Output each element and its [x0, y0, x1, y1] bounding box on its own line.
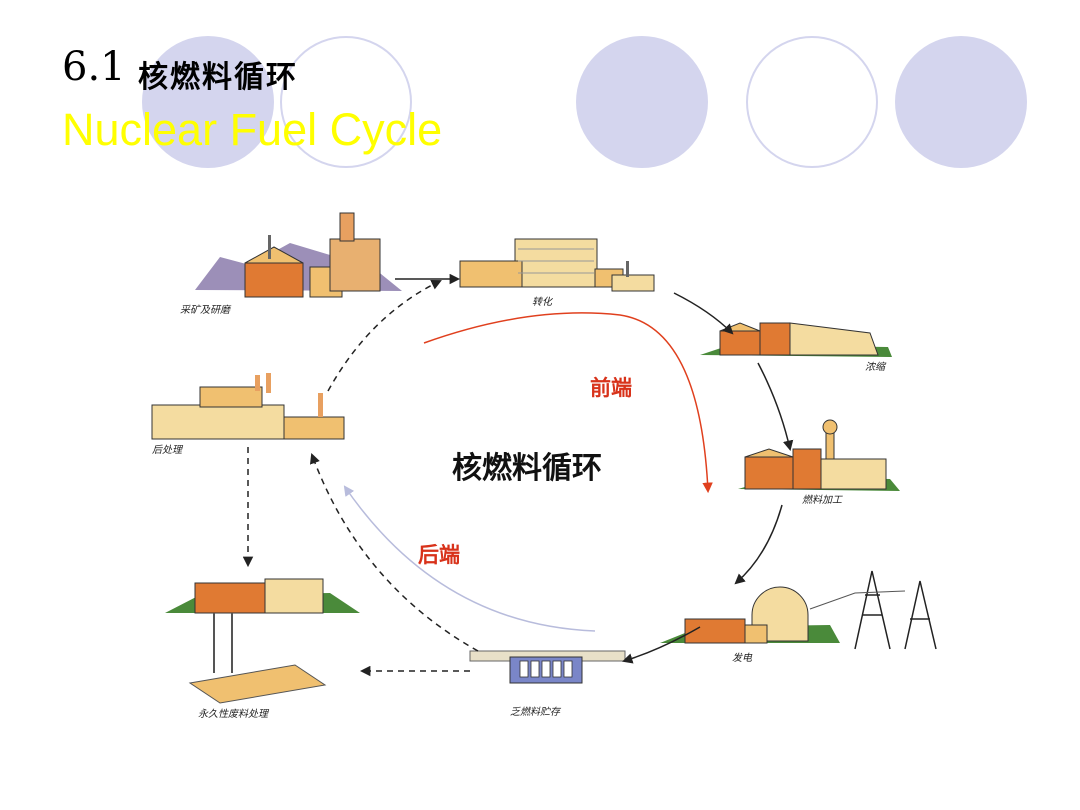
decor-circle-2 — [280, 36, 412, 168]
front-end-arc — [423, 312, 713, 494]
slide-title-en: Nuclear Fuel Cycle — [62, 104, 443, 155]
center-label: 核燃料循环 — [452, 451, 602, 486]
station-reprocessing: 后处理 — [151, 373, 345, 456]
station-label-mining: 采矿及研磨 — [180, 304, 232, 316]
slide-number: 6.1 — [62, 44, 126, 90]
station-label-fabrication: 燃料加工 — [802, 494, 843, 506]
decor-circle-4 — [746, 36, 878, 168]
decor-circle-1 — [142, 36, 274, 168]
decor-circle-5 — [895, 36, 1027, 168]
station-label-power: 发电 — [732, 652, 753, 664]
station-label-reprocessing: 后处理 — [152, 444, 184, 456]
station-label-conversion: 转化 — [532, 296, 554, 308]
back-end-label: 后端 — [418, 543, 460, 567]
station-power: 发电 — [660, 570, 937, 664]
station-label-disposal: 永久性废料处理 — [198, 708, 270, 720]
back-end-arc — [343, 485, 596, 632]
station-label-enrichment: 浓缩 — [865, 361, 887, 373]
front-end-label: 前端 — [590, 376, 632, 400]
station-disposal: 永久性废料处理 — [165, 578, 360, 720]
station-enrichment: 浓缩 — [700, 322, 892, 373]
cycle-arrows — [242, 273, 794, 677]
fuel-cycle-diagram: 采矿及研磨 转化 浓缩 燃料加工 — [151, 212, 937, 720]
station-conversion: 转化 — [459, 238, 655, 308]
station-mining: 采矿及研磨 — [180, 212, 402, 316]
decor-circle-3 — [576, 36, 708, 168]
station-label-storage: 乏燃料贮存 — [510, 706, 562, 718]
station-fabrication: 燃料加工 — [738, 419, 900, 506]
station-storage: 乏燃料贮存 — [469, 650, 626, 718]
slide-title-cn: 核燃料循环 — [138, 60, 298, 95]
